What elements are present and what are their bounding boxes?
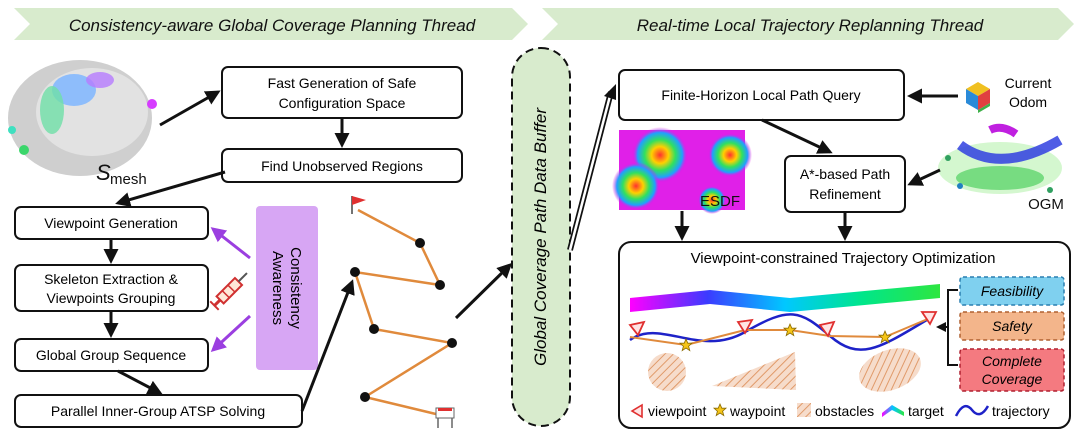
legend: viewpoint waypoint obstacles target traj… <box>630 402 1050 419</box>
mesh-symbol: S <box>96 160 111 185</box>
legend-trajectory-icon <box>954 404 990 417</box>
group-seq-text: Global Group Sequence <box>36 347 186 363</box>
path-node <box>350 267 360 277</box>
left-banner-text: Consistency-aware Global Coverage Planni… <box>69 16 476 35</box>
legend-obstacles: obstacles <box>815 403 874 419</box>
atsp-text: Parallel Inner-Group ATSP Solving <box>51 403 265 419</box>
legend-waypoint: waypoint <box>729 403 785 419</box>
safe-space-line2: Configuration Space <box>279 95 406 111</box>
local-query-text: Finite-Horizon Local Path Query <box>661 87 860 103</box>
ogm-label: OGM <box>1028 196 1064 213</box>
mesh-to-safe-arrow <box>159 90 221 127</box>
viewpoint-markers <box>628 311 938 338</box>
mesh-illustration <box>8 60 157 176</box>
path-node <box>369 324 379 334</box>
complete-line1: Complete <box>982 353 1042 369</box>
trajectory-curve <box>629 313 931 351</box>
atsp-to-path-arrow <box>300 279 355 412</box>
astar-line2: Refinement <box>809 186 881 202</box>
unobserved-to-viewpoint-arrow <box>115 170 226 207</box>
finish-icon <box>435 407 455 428</box>
target-band <box>630 284 940 312</box>
unobserved-box <box>221 148 463 183</box>
legend-obstacle-icon <box>797 403 811 417</box>
astar-box <box>784 155 906 213</box>
esdf-image <box>612 127 752 214</box>
feasibility-text: Feasibility <box>981 283 1044 299</box>
local-query-box <box>618 69 905 121</box>
complete-box <box>959 348 1065 392</box>
odom-icon <box>966 82 990 113</box>
astar-line1: A*-based Path <box>800 166 890 182</box>
path-node <box>360 392 370 402</box>
legend-viewpoint: viewpoint <box>648 403 706 419</box>
syringe-icon <box>209 272 248 311</box>
path-node <box>415 238 425 248</box>
unobserved-text: Find Unobserved Regions <box>261 158 423 174</box>
path-node <box>447 338 457 348</box>
obstacle-ellipse <box>859 348 921 392</box>
consistency-box <box>256 206 318 370</box>
waypoint-star-icon <box>782 322 798 337</box>
legend-waypoint-icon <box>712 402 728 417</box>
buffer-box <box>511 47 571 427</box>
odom-line1: Current <box>1005 75 1052 91</box>
consistency-line2: Awareness <box>269 251 286 325</box>
consistency-line1: Consistency <box>287 247 304 329</box>
safety-box <box>959 311 1065 341</box>
buffer-text: Global Coverage Path Data Buffer <box>531 107 550 366</box>
group-to-atsp-arrow <box>117 369 163 395</box>
mesh-subscript: mesh <box>110 171 147 188</box>
feasibility-box <box>959 276 1065 306</box>
esdf-label: ESDF <box>700 193 740 210</box>
coverage-path <box>350 196 457 428</box>
traj-opt-title: Viewpoint-constrained Trajectory Optimiz… <box>691 250 996 267</box>
query-to-astar-arrow <box>761 118 833 154</box>
consistency-to-group-arrow <box>210 314 252 353</box>
path-to-buffer-arrow <box>454 262 513 320</box>
right-banner-text: Real-time Local Trajectory Replanning Th… <box>637 16 984 35</box>
waypoint-star-icon <box>678 337 694 352</box>
viewpoint-icon <box>736 318 754 335</box>
right-banner <box>542 8 1074 40</box>
ogm-image <box>938 123 1063 194</box>
legend-trajectory: trajectory <box>992 403 1050 419</box>
legend-viewpoint-icon <box>630 403 643 419</box>
path-node <box>435 280 445 290</box>
complete-line2: Coverage <box>982 371 1043 387</box>
viewpoint-icon <box>920 311 938 326</box>
safety-text: Safety <box>992 318 1033 334</box>
skeleton-line2: Viewpoints Grouping <box>47 290 176 306</box>
start-flag-icon <box>351 196 366 214</box>
legend-target-icon <box>882 405 904 417</box>
legend-target: target <box>908 403 944 419</box>
left-banner <box>14 8 528 40</box>
skeleton-line1: Skeleton Extraction & <box>44 271 179 287</box>
ogm-to-astar-arrow <box>907 168 941 186</box>
obstacle-circle <box>648 353 686 391</box>
safe-space-line1: Fast Generation of Safe <box>268 75 417 91</box>
viewpoint-icon <box>818 320 836 338</box>
viewpoint-gen-text: Viewpoint Generation <box>44 215 178 231</box>
consistency-to-viewpoint-arrow <box>210 227 251 260</box>
buffer-to-query-arrow <box>567 84 616 251</box>
waypoint-star-icon <box>877 329 893 344</box>
group-seq-box <box>14 338 209 372</box>
viewpoint-icon <box>628 320 646 337</box>
waypoint-stars <box>678 322 893 352</box>
odom-line2: Odom <box>1009 94 1047 110</box>
obstacle-triangle <box>712 352 796 390</box>
